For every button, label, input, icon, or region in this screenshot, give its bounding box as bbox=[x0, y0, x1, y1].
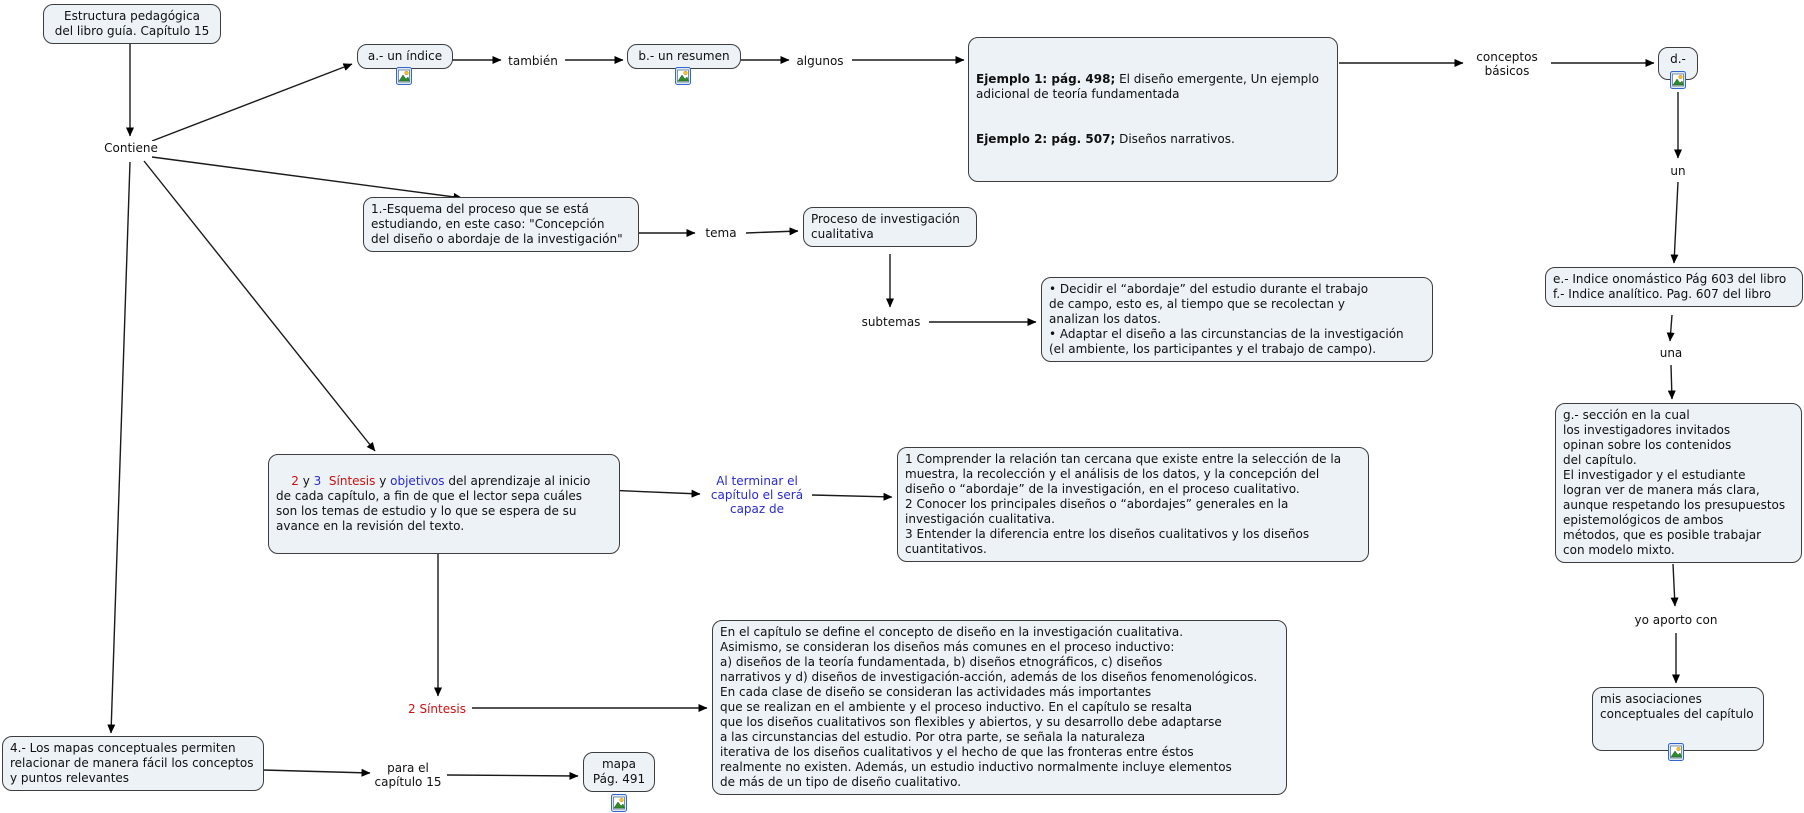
link-tema[interactable]: tema bbox=[703, 226, 739, 240]
link-yo-aporto-con[interactable]: yo aporto con bbox=[1632, 613, 1720, 627]
sintesis-part-2: 2 bbox=[291, 474, 299, 488]
node-mapa-ref[interactable]: mapa Pág. 491 bbox=[583, 752, 655, 792]
node-sintesis-objetivos[interactable]: 2 y 3 Síntesis y objetivos del aprendiza… bbox=[268, 454, 620, 554]
sintesis-part-3: 3 bbox=[313, 474, 322, 488]
node-text: • Decidir el “abordaje” del estudio dura… bbox=[1049, 282, 1404, 356]
node-text: Proceso de investigación cualitativa bbox=[811, 212, 960, 241]
link-para-el-capitulo[interactable]: para el capítulo 15 bbox=[372, 761, 444, 789]
link-una[interactable]: una bbox=[1657, 346, 1685, 360]
edge-ef-una bbox=[1666, 314, 1675, 342]
edge-contiene-indice bbox=[151, 63, 353, 142]
link-conceptos-basicos[interactable]: conceptos básicos bbox=[1474, 50, 1540, 78]
node-text: e.- Indice onomástico Pág 603 del libro … bbox=[1553, 272, 1787, 301]
link-subtemas[interactable]: subtemas bbox=[859, 315, 923, 329]
ejemplo-2-line: Ejemplo 2: pág. 507; Diseños narrativos. bbox=[976, 132, 1330, 147]
node-d[interactable]: d.- bbox=[1658, 47, 1698, 80]
edge-contiene-sintesis bbox=[143, 160, 376, 452]
link-al-terminar[interactable]: Al terminar el capítulo el será capaz de bbox=[708, 474, 806, 516]
node-esquema[interactable]: 1.-Esquema del proceso que se está estud… bbox=[363, 197, 639, 252]
edge-un-ef bbox=[1670, 181, 1679, 264]
node-text: b.- un resumen bbox=[638, 49, 730, 63]
sintesis-part-y2: y bbox=[375, 474, 391, 488]
node-text: mapa Pág. 491 bbox=[592, 757, 646, 786]
edge-parael-mapa bbox=[446, 771, 579, 780]
sintesis-part-y1: y bbox=[298, 474, 314, 488]
node-mapas-conceptuales[interactable]: 4.- Los mapas conceptuales permiten rela… bbox=[2, 736, 264, 791]
image-resource-icon[interactable] bbox=[675, 67, 691, 85]
node-proceso-investigacion[interactable]: Proceso de investigación cualitativa bbox=[803, 207, 977, 247]
node-sintesis-detalle[interactable]: En el capítulo se define el concepto de … bbox=[712, 620, 1287, 795]
sintesis-part-sintesis: Síntesis bbox=[321, 474, 376, 488]
ejemplo-1-label: Ejemplo 1: pág. 498; bbox=[976, 72, 1116, 86]
edge-una-g bbox=[1667, 364, 1676, 400]
image-resource-icon[interactable] bbox=[396, 67, 412, 85]
node-text: a.- un índice bbox=[367, 49, 443, 63]
link-contiene[interactable]: Contiene bbox=[102, 141, 160, 155]
edge-mapas-parael bbox=[262, 768, 371, 777]
ejemplo-1-line: Ejemplo 1: pág. 498; El diseño emergente… bbox=[976, 72, 1330, 102]
node-text: g.- sección en la cual los investigadore… bbox=[1563, 408, 1786, 557]
link-tambien[interactable]: también bbox=[506, 54, 560, 68]
node-indice[interactable]: a.- un índice bbox=[357, 44, 453, 69]
image-resource-icon[interactable] bbox=[611, 794, 627, 812]
node-indices-ef[interactable]: e.- Indice onomástico Pág 603 del libro … bbox=[1545, 267, 1803, 307]
edge-g-yoaporto bbox=[1670, 563, 1679, 607]
link-algunos[interactable]: algunos bbox=[794, 54, 846, 68]
link-un[interactable]: un bbox=[1668, 164, 1688, 178]
node-text: Estructura pedagógica del libro guía. Ca… bbox=[54, 9, 210, 38]
link-dos-sintesis[interactable]: 2 Síntesis bbox=[406, 702, 468, 716]
edge-contiene-mapas bbox=[107, 161, 131, 734]
node-ejemplos[interactable]: Ejemplo 1: pág. 498; El diseño emergente… bbox=[968, 37, 1338, 182]
sintesis-part-rest: del aprendizaje al inicio de cada capítu… bbox=[276, 474, 591, 533]
image-resource-icon[interactable] bbox=[1670, 71, 1686, 89]
edge-alterminar-objetivos bbox=[811, 492, 893, 501]
node-seccion-g[interactable]: g.- sección en la cual los investigadore… bbox=[1555, 403, 1802, 563]
edge-tema-proceso bbox=[745, 227, 799, 236]
ejemplo-2-text: Diseños narrativos. bbox=[1115, 132, 1235, 146]
ejemplo-1-text: El diseño emergente, Un ejemplo adiciona… bbox=[976, 72, 1323, 101]
node-text: d.- bbox=[1670, 52, 1686, 66]
edge-contiene-esquema bbox=[151, 156, 463, 201]
node-subtemas-detalle[interactable]: • Decidir el “abordaje” del estudio dura… bbox=[1041, 277, 1433, 362]
node-resumen[interactable]: b.- un resumen bbox=[627, 44, 741, 69]
sintesis-part-objetivos: objetivos bbox=[390, 474, 445, 488]
node-asociaciones[interactable]: mis asociaciones conceptuales del capítu… bbox=[1592, 687, 1764, 751]
node-text: 1 Comprender la relación tan cercana que… bbox=[905, 452, 1342, 556]
node-objetivos-detalle[interactable]: 1 Comprender la relación tan cercana que… bbox=[897, 447, 1369, 562]
node-text: En el capítulo se define el concepto de … bbox=[720, 625, 1258, 789]
node-text: mis asociaciones conceptuales del capítu… bbox=[1600, 692, 1754, 721]
image-resource-icon[interactable] bbox=[1668, 743, 1684, 761]
edge-sintesis-alterminar bbox=[604, 489, 701, 498]
node-text: 1.-Esquema del proceso que se está estud… bbox=[371, 202, 623, 246]
node-estructura-pedagogica[interactable]: Estructura pedagógica del libro guía. Ca… bbox=[43, 4, 221, 44]
node-text: 4.- Los mapas conceptuales permiten rela… bbox=[10, 741, 254, 785]
ejemplo-2-label: Ejemplo 2: pág. 507; bbox=[976, 132, 1116, 146]
